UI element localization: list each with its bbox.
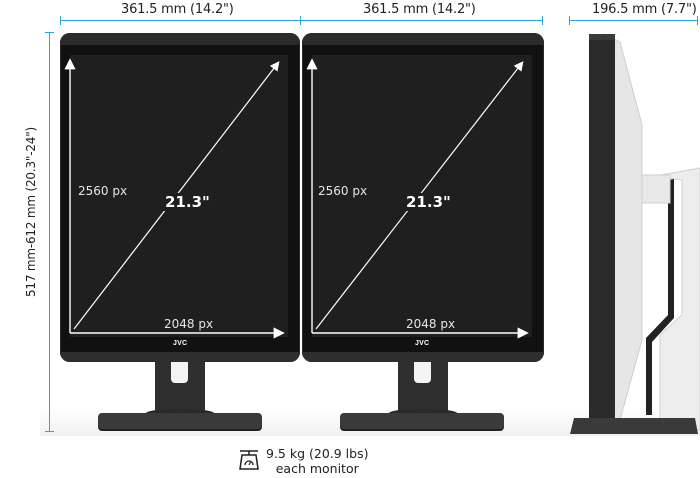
width-dimension-line-right bbox=[300, 20, 542, 21]
stand-base bbox=[98, 413, 262, 429]
cable-hole bbox=[171, 359, 188, 383]
weight-value: 9.5 kg (20.9 lbs) bbox=[266, 446, 369, 461]
diagonal-size-label: 21.3" bbox=[162, 193, 213, 211]
monitor-right: 2560 px 21.3" 2048 px JVC bbox=[302, 33, 544, 433]
width-dimension-line-left bbox=[60, 20, 300, 21]
brand-logo: JVC bbox=[415, 340, 430, 347]
horizontal-resolution-label: 2048 px bbox=[164, 317, 214, 331]
height-tick bbox=[45, 32, 54, 33]
monitor-bezel: 2560 px 21.3" 2048 px JVC bbox=[60, 33, 300, 362]
height-label: 517 mm-612 mm (20.3"-24") bbox=[24, 126, 38, 298]
vertical-resolution-label: 2560 px bbox=[76, 184, 130, 198]
monitor-side-view bbox=[570, 33, 700, 434]
monitor-bezel: 2560 px 21.3" 2048 px JVC bbox=[302, 33, 544, 362]
brand-logo: JVC bbox=[173, 340, 188, 347]
width-label-left: 361.5 mm (14.2") bbox=[121, 2, 234, 17]
depth-dimension-line bbox=[569, 20, 698, 21]
depth-tick bbox=[569, 16, 570, 25]
width-label-right: 361.5 mm (14.2") bbox=[363, 2, 476, 17]
width-tick bbox=[60, 16, 61, 25]
stand-base bbox=[340, 413, 504, 429]
height-dimension-line bbox=[49, 32, 50, 432]
depth-tick bbox=[697, 16, 698, 25]
monitor-left: 2560 px 21.3" 2048 px JVC bbox=[60, 33, 300, 433]
weight-note: each monitor bbox=[275, 461, 359, 476]
height-tick bbox=[45, 431, 54, 432]
width-tick bbox=[542, 16, 543, 25]
depth-label: 196.5 mm (7.7") bbox=[592, 2, 697, 17]
vertical-resolution-label: 2560 px bbox=[316, 184, 370, 198]
diagonal-size-label: 21.3" bbox=[403, 193, 454, 211]
horizontal-resolution-label: 2048 px bbox=[406, 317, 456, 331]
weight-info: 9.5 kg (20.9 lbs) each monitor bbox=[266, 446, 368, 476]
scale-icon bbox=[239, 450, 259, 470]
cable-hole bbox=[414, 359, 431, 383]
